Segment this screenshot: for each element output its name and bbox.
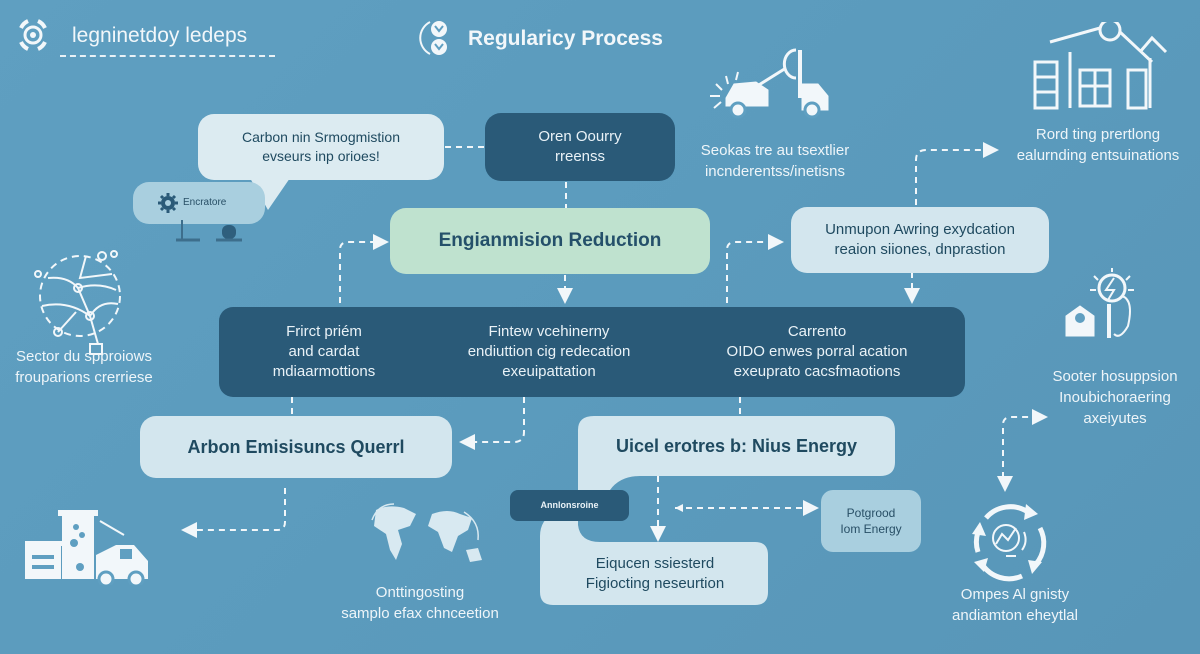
oren-query-box[interactable]: Oren Oourry rreenss: [485, 113, 675, 181]
encratore-box[interactable]: Encratore: [133, 182, 265, 224]
smart-home-energy-icon: [1065, 268, 1134, 338]
target-gear-icon: [19, 19, 47, 51]
main-col-3[interactable]: Carrento OIDO enwes porral acation exeup…: [669, 322, 965, 383]
network-globe-icon: [34, 250, 121, 355]
main-col-2-line1: Fintew vcehinerny: [488, 322, 610, 340]
world-map-icon: [371, 503, 482, 562]
main-col-1-line1: Frirct priém: [286, 322, 362, 340]
main-col-1[interactable]: Frirct priém and cardat mdiaarmottions: [219, 322, 429, 383]
main-col-3-line1: Carrento: [787, 322, 847, 340]
factory-truck-icon: [25, 510, 148, 585]
nius-energy-label: Uicel erotres b: Nius Energy: [615, 435, 858, 456]
sector-du-line2: frouparions crerriese: [15, 369, 153, 386]
unmupon-line1: Unmupon Awring exydcation: [825, 220, 1015, 238]
eiqucen-line2: Figiocting neseurtion: [585, 575, 725, 592]
carbon-info-line1: Carbon nin Srmogmistion: [242, 129, 400, 146]
main-process-bar: Frirct priém and cardat mdiaarmottions F…: [219, 307, 965, 397]
connector-sooter-to-ompes: [1002, 409, 1048, 478]
seokas-caption: Seokas tre au tsextlier incnderentss/ine…: [690, 140, 860, 182]
main-col-3-line3: exeuprato cacsfmaotions: [733, 363, 901, 381]
sector-du-caption: Sector du spproiows frouparions crerries…: [0, 346, 168, 388]
onttingosting-line1: Onttingosting: [375, 584, 465, 601]
onttingosting-line2: samplo efax chnceetion: [341, 605, 499, 622]
annlonsroine-label: Annlonsroine: [540, 500, 599, 511]
sooter-line1: Sooter hosuppsion: [1052, 368, 1178, 385]
main-col-2-line3: exeuipattation: [502, 363, 596, 381]
eiqucen-line1: Eiqucen ssiesterd: [595, 554, 715, 572]
carbon-info-line2: evseurs inp orioes!: [262, 148, 380, 164]
sooter-line3: axeiyutes: [1083, 410, 1147, 427]
unmupon-box[interactable]: Unmupon Awring exydcation reaion siiones…: [791, 207, 1049, 273]
header-left-underline: [60, 55, 275, 57]
sooter-line2: Inoubichoraering: [1059, 389, 1171, 406]
rord-ting-line2: ealurnding entsuinations: [1016, 147, 1180, 164]
construction-house-icon: [1033, 22, 1168, 110]
sector-du-line1: Sector du spproiows: [16, 348, 152, 365]
ompes-line1: Ompes Al gnisty: [960, 586, 1070, 603]
header-left-icon: [16, 18, 50, 52]
main-col-2-line2: endiuttion cig redecation: [467, 342, 631, 360]
potgrood-box[interactable]: Potgrood Iom Energy: [821, 490, 921, 552]
ompes-caption: Ompes Al gnisty andiamton eheytlal: [930, 584, 1100, 626]
emission-reduction-box[interactable]: Engianmision Reduction: [390, 208, 710, 274]
arbon-query-label: Arbon Emisisuncs Querrl: [187, 436, 405, 457]
unmupon-line2: reaion siiones, dnprastion: [834, 241, 1006, 258]
onttingosting-caption: Onttingosting samplo efax chnceetion: [330, 582, 510, 624]
main-col-1-line2: and cardat: [288, 342, 360, 360]
eiqucen-box[interactable]: Eiqucen ssiesterd Figiocting neseurtion: [545, 546, 765, 602]
header-center-icon: [416, 16, 456, 60]
oren-query-line1: Oren Oourry: [538, 127, 622, 145]
potgrood-line2: Iom Energy: [840, 522, 902, 536]
nius-energy-box[interactable]: Uicel erotres b: Nius Energy: [578, 416, 895, 476]
annlonsroine-tag[interactable]: Annlonsroine: [510, 490, 629, 521]
gear-icon: [158, 193, 178, 213]
main-col-1-line3: mdiaarmottions: [272, 363, 376, 381]
cycle-globe-icon: [419, 21, 447, 55]
oren-query-line2: rreenss: [554, 148, 606, 165]
potgrood-line1: Potgrood: [846, 505, 896, 520]
rord-ting-line1: Rord ting prertlong: [1035, 126, 1161, 143]
connector-main-to-unmupon: [726, 234, 784, 303]
rord-ting-caption: Rord ting prertlong ealurnding entsuinat…: [998, 124, 1198, 166]
connector-arbon-to-factory: [181, 488, 286, 538]
carbon-info-box[interactable]: Carbon nin Srmogmistion evseurs inp orio…: [198, 114, 444, 180]
recycle-chart-icon: [972, 504, 1047, 582]
seokas-line1: Seokas tre au tsextlier: [700, 142, 850, 159]
connector-nius-to-main: [459, 397, 525, 450]
encratore-label: Encratore: [183, 197, 227, 209]
main-col-3-line2: OIDO enwes porral acation: [726, 342, 908, 360]
arbon-query-box[interactable]: Arbon Emisisuncs Querrl: [140, 416, 452, 478]
connector-unmupon-to-rord: [915, 142, 999, 205]
header-center-title: Regularicy Process: [468, 27, 663, 50]
main-col-2[interactable]: Fintew vcehinerny endiuttion cig redecat…: [429, 322, 669, 383]
tow-truck-icon: [710, 48, 829, 119]
connector-left-to-reduction: [339, 234, 389, 303]
ompes-line2: andiamton eheytlal: [952, 607, 1078, 624]
sooter-caption: Sooter hosuppsion Inoubichoraering axeiy…: [1040, 366, 1190, 429]
seokas-line2: incnderentss/inetisns: [704, 163, 846, 180]
header-left-title: legninetdoy ledeps: [72, 24, 248, 47]
emission-reduction-label: Engianmision Reduction: [438, 230, 662, 252]
